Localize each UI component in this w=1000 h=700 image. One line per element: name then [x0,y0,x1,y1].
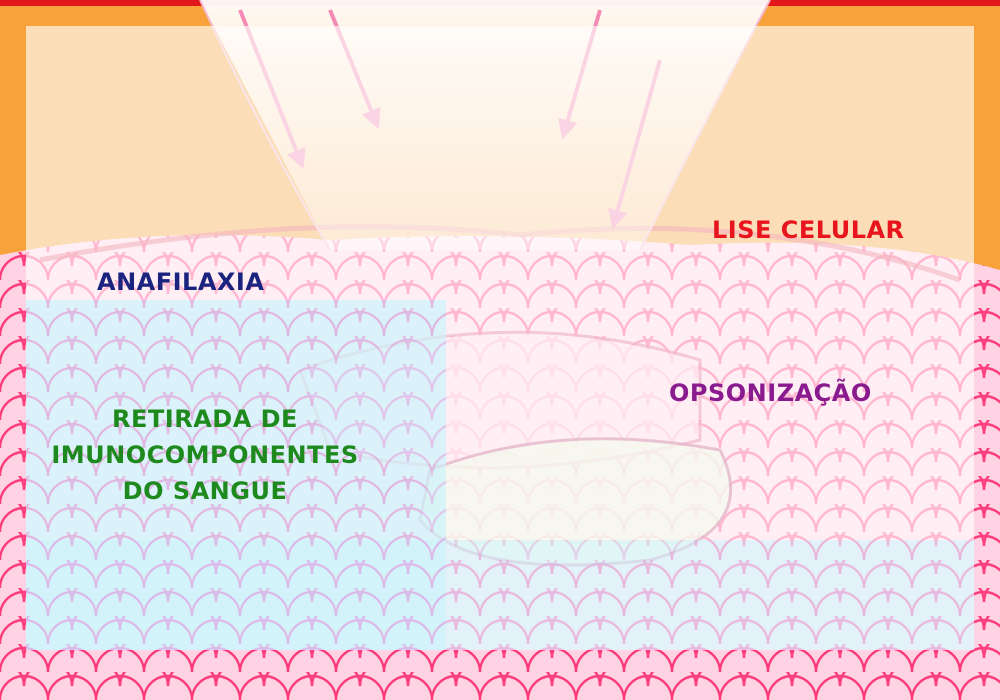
term-retirada-line: RETIRADA DE [112,405,298,433]
term-opsonizacao: OPSONIZAÇÃO [669,379,872,407]
term-retirada-de-imunocomponentes: RETIRADA DE IMUNOCOMPONENTES DO SANGUE [50,401,360,509]
term-anafilaxia: ANAFILAXIA [97,268,265,296]
term-lise-celular: LISE CELULAR [712,216,905,244]
term-retirada-line: DO SANGUE [122,477,288,505]
term-retirada-line: IMUNOCOMPONENTES [51,441,359,469]
